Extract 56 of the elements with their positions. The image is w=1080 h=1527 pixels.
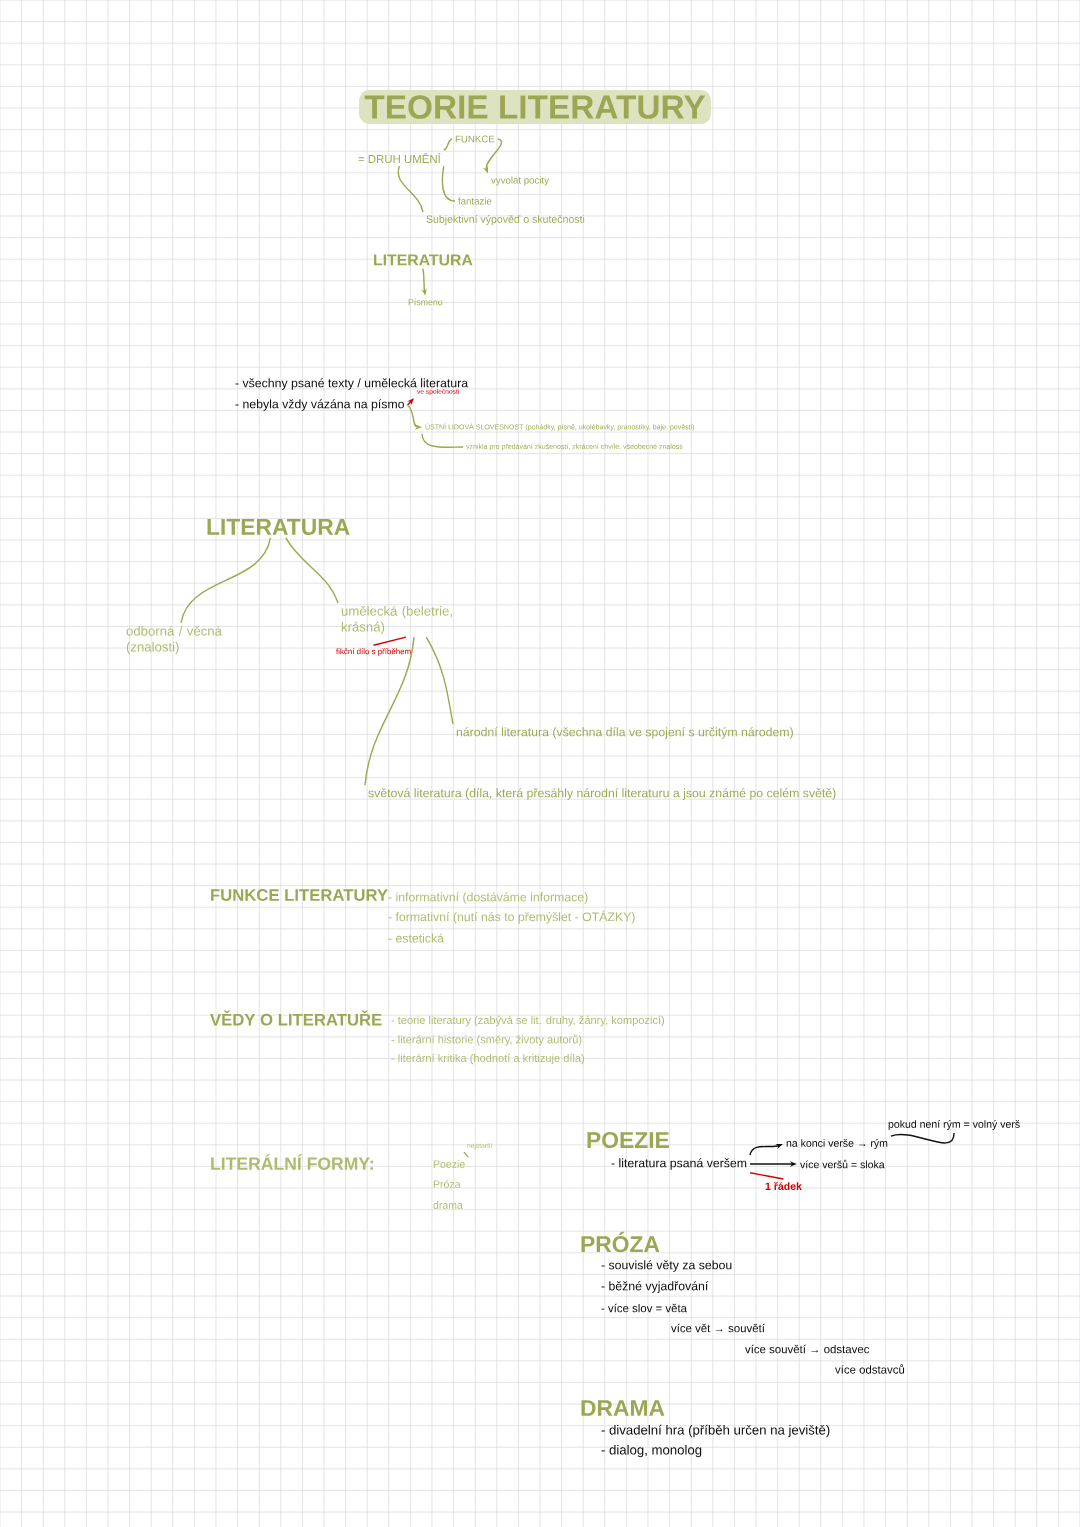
note-text: drama bbox=[433, 1201, 463, 1209]
note-text: Subjektivní výpověď o skutečnosti bbox=[426, 215, 585, 225]
note-text: vyvolat pocity bbox=[491, 176, 549, 186]
note-text: - literární historie (směry, životy autorů) bbox=[391, 1034, 582, 1046]
connector-line bbox=[397, 165, 424, 213]
note-text: - literární kritika (hodnotí a kritizuje díla) bbox=[391, 1053, 585, 1065]
note-text: = DRUH UMĚNÍ bbox=[358, 152, 441, 164]
connector-line bbox=[441, 165, 456, 202]
note-text: pokud není rým = volný verš bbox=[888, 1120, 1020, 1130]
note-text: - více slov = věta bbox=[601, 1303, 687, 1313]
note-text: odborná / věcná (znalosti) bbox=[126, 625, 222, 655]
arrow bbox=[406, 398, 414, 406]
connector-line bbox=[372, 636, 407, 646]
note-text: - teorie literatury (zabývá se lit. druhy, žánry, kompozicí) bbox=[391, 1015, 665, 1027]
connector-line bbox=[425, 636, 454, 725]
note-text: více odstavců bbox=[835, 1364, 905, 1374]
heading-text: VĚDY O LITERATUŘE bbox=[210, 1010, 382, 1026]
heading-text: LITERATURA bbox=[207, 519, 350, 535]
note-text: FUNKCE bbox=[455, 135, 495, 143]
title: TEORIE LITERATURY bbox=[359, 89, 711, 125]
note-text: - dialog, monolog bbox=[601, 1444, 702, 1458]
connector-line bbox=[463, 1151, 469, 1158]
note-text: - běžné vyjadřování bbox=[601, 1281, 709, 1293]
connector-line bbox=[890, 1132, 955, 1144]
note-text: Poezie bbox=[433, 1160, 465, 1168]
note-text: více veršů = sloka bbox=[800, 1159, 885, 1169]
heading-text: POEZIE bbox=[587, 1131, 669, 1149]
note-text: - informativní (dostáváme informace) bbox=[388, 892, 588, 904]
note-text: na konci verše → rým bbox=[786, 1139, 888, 1149]
note-text: - nebyla vždy vázána na písmo bbox=[235, 399, 404, 411]
note-text: národní literatura (všechna díla ve spojení s určitým národem) bbox=[456, 727, 793, 739]
note-text: - estetická bbox=[388, 933, 445, 943]
heading-text: FUNKCE LITERATURY bbox=[211, 889, 388, 901]
note-text: více vět → souvětí bbox=[671, 1323, 765, 1333]
note-text: - všechny psané texty / umělecká literatura bbox=[235, 378, 469, 390]
note-text: - divadelní hra (příběh určen na jeviště) bbox=[601, 1424, 830, 1438]
heading-text: LITERATURA bbox=[374, 254, 473, 266]
heading-text: PRÓZA bbox=[581, 1231, 660, 1253]
note-text: více souvětí → odstavec bbox=[745, 1344, 870, 1354]
heading-text: LITERÁLNÍ FORMY: bbox=[211, 1154, 373, 1170]
note-text: Próza bbox=[433, 1180, 461, 1188]
note-text: světová literatura (díla, která přesáhly národní literaturu a jsou známé po celém světě) bbox=[368, 788, 836, 800]
connector-line bbox=[180, 537, 272, 624]
note-text: umělecká (beletrie, krásná) bbox=[341, 605, 452, 635]
connector-line bbox=[749, 1172, 785, 1180]
note-text: Písmeno bbox=[408, 298, 443, 306]
connector-line bbox=[364, 636, 415, 786]
note-text: 1 řádek bbox=[765, 1182, 802, 1190]
note-text: - formativní (nutí nás to přemýšlet - OTÁZKY) bbox=[388, 910, 635, 924]
note-text: - literatura psaná veršem bbox=[611, 1158, 747, 1170]
connector-line bbox=[443, 138, 453, 151]
connector-line bbox=[421, 433, 464, 449]
heading-text: DRAMA bbox=[581, 1400, 665, 1416]
note-text: fantazie bbox=[458, 197, 492, 205]
note-text: - souvislé věty za sebou bbox=[601, 1260, 732, 1272]
connector-line bbox=[285, 537, 339, 604]
